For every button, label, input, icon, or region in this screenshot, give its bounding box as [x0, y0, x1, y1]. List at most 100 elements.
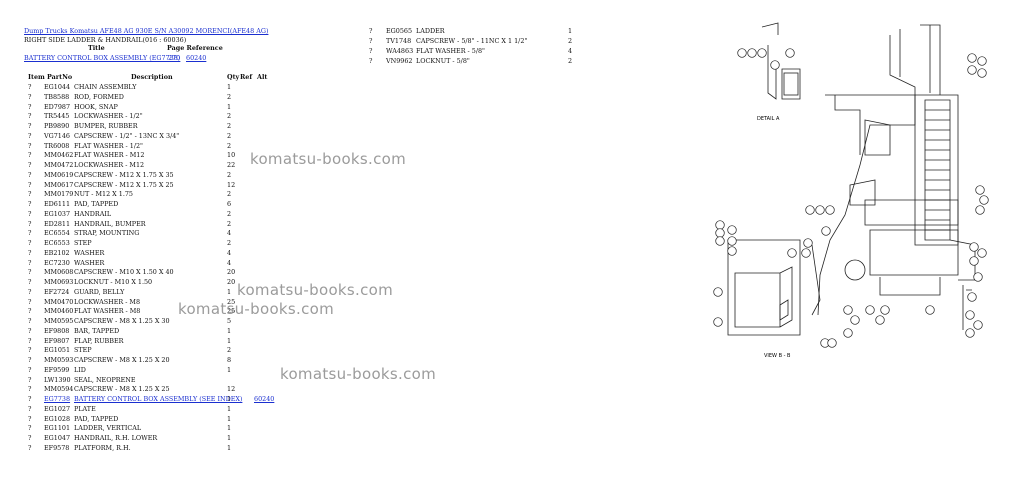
- col-title-header: Title: [88, 44, 105, 52]
- exploded-parts-diagram: DETAIL A VIEW B - B: [713, 22, 989, 359]
- ref-cell[interactable]: 60240: [254, 395, 275, 403]
- callout-balloon: [843, 328, 853, 338]
- description-cell: CAPSCREW - M8 X 1.25 X 30: [74, 317, 170, 325]
- detail-a-pad: [783, 72, 799, 96]
- partno-cell: EG1047: [44, 434, 71, 442]
- description-cell: STEP: [74, 346, 92, 355]
- reference-ref-link[interactable]: 60240: [186, 54, 207, 62]
- col-qty-header: Qty: [227, 73, 240, 81]
- qty-cell: 2: [227, 209, 232, 218]
- description-cell[interactable]: BATTERY CONTROL BOX ASSEMBLY (SEE INDEX): [74, 395, 243, 403]
- partno-cell: TR6008: [44, 141, 70, 150]
- callout-balloon: [727, 246, 737, 256]
- description-cell: LID: [74, 365, 86, 374]
- description-cell: CAPSCREW - M12 X 1.75 X 35: [74, 170, 174, 179]
- reference-page-link[interactable]: 270: [168, 54, 181, 62]
- description-cell: BAR, TAPPED: [74, 326, 120, 335]
- callout-balloon: [975, 185, 985, 195]
- callout-balloon: [737, 48, 747, 58]
- callout-balloon: [967, 65, 977, 75]
- description-cell: CAPSCREW - M12 X 1.75 X 25: [74, 180, 174, 189]
- callout-balloon: [825, 205, 835, 215]
- qty-cell: 1: [227, 83, 232, 91]
- callout-balloon: [977, 248, 987, 258]
- qty-cell: 22: [227, 161, 236, 169]
- detail-a-label: DETAIL A: [757, 116, 780, 122]
- callout-balloon: [865, 305, 875, 315]
- partno-cell: EC6554: [44, 229, 70, 238]
- description-cell: HANDRAIL: [74, 209, 112, 218]
- partno-cell: MM0593: [44, 356, 74, 364]
- description-cell: PAD, TAPPED: [74, 414, 119, 423]
- qty-cell: 2: [568, 37, 573, 45]
- partno-cell: EG1051: [44, 346, 71, 355]
- callout-balloon: [973, 272, 983, 282]
- breadcrumb-link[interactable]: Dump Trucks Komatsu AFE48 AG 930E S/N A3…: [24, 27, 269, 35]
- item-cell: ?: [28, 151, 32, 160]
- upper-handrail: [889, 24, 941, 95]
- callout-balloon: [715, 220, 725, 230]
- partno-cell: MM0594: [44, 385, 74, 394]
- item-cell: ?: [28, 385, 32, 394]
- partno-cell: EC6553: [44, 239, 70, 247]
- description-cell: CAPSCREW - 5/8" - 11NC X 1 1/2": [416, 37, 528, 45]
- description-cell: WASHER: [74, 248, 105, 257]
- qty-cell: 8: [227, 356, 232, 364]
- partno-cell: VN9962: [386, 57, 413, 65]
- callout-balloon: [967, 53, 977, 63]
- item-cell: ?: [28, 258, 32, 267]
- partno-cell: EB2102: [44, 248, 70, 257]
- qty-cell: 2: [227, 122, 232, 130]
- qty-cell: 2: [227, 239, 232, 247]
- item-cell: ?: [28, 161, 32, 169]
- partno-cell[interactable]: EG7738: [44, 395, 71, 403]
- description-cell: CAPSCREW - 1/2" - 13NC X 3/4": [74, 131, 180, 140]
- qty-cell: 1: [227, 365, 232, 374]
- partno-cell: EC7230: [44, 258, 70, 267]
- partno-cell: MM0460: [44, 307, 74, 316]
- description-cell: FLAT WASHER - 1/2": [74, 141, 143, 150]
- item-cell: ?: [369, 37, 373, 45]
- partno-cell: TB8588: [44, 92, 70, 101]
- description-cell: FLAP, RUBBER: [74, 336, 124, 345]
- callout-balloon: [715, 236, 725, 246]
- qty-cell: 2: [227, 112, 232, 121]
- description-cell: FLAT WASHER - M12: [74, 151, 145, 160]
- qty-cell: 5: [227, 317, 232, 325]
- description-cell: LADDER: [416, 27, 445, 35]
- item-cell: ?: [28, 365, 32, 374]
- qty-cell: 25: [227, 297, 236, 306]
- callout-balloon: [850, 315, 860, 325]
- platform-rh: [864, 199, 959, 276]
- partno-cell: EG1037: [44, 209, 71, 218]
- qty-cell: 2: [568, 57, 573, 65]
- partno-cell: EF2724: [44, 287, 70, 296]
- watermark: komatsu-books.com: [178, 300, 335, 318]
- partno-cell: EG1028: [44, 414, 71, 423]
- partno-cell: LW1390: [44, 375, 71, 384]
- callout-balloon: [727, 236, 737, 246]
- watermark: komatsu-books.com: [280, 365, 437, 383]
- callout-balloon: [880, 305, 890, 315]
- description-cell: CAPSCREW - M8 X 1.25 X 25: [74, 385, 170, 394]
- item-cell: ?: [28, 248, 32, 257]
- col-page-reference-header: Page Reference: [167, 44, 223, 52]
- item-cell: ?: [28, 200, 32, 208]
- item-cell: ?: [28, 336, 32, 345]
- item-cell: ?: [369, 57, 373, 65]
- detail-a-bracket: [761, 22, 801, 100]
- qty-cell: 2: [227, 92, 232, 101]
- item-cell: ?: [28, 209, 32, 218]
- item-cell: ?: [28, 404, 32, 413]
- qty-cell: 6: [227, 200, 232, 208]
- callout-balloon: [747, 48, 757, 58]
- description-cell: LOCKWASHER - 1/2": [74, 112, 143, 121]
- partno-cell: MM0693: [44, 278, 74, 286]
- reference-title-link[interactable]: BATTERY CONTROL BOX ASSEMBLY (EG7738): [24, 54, 181, 62]
- item-cell: ?: [28, 239, 32, 247]
- item-cell: ?: [28, 170, 32, 179]
- item-cell: ?: [28, 287, 32, 296]
- item-cell: ?: [28, 180, 32, 189]
- description-cell: LADDER, VERTICAL: [74, 424, 142, 433]
- qty-cell: 1: [227, 404, 232, 413]
